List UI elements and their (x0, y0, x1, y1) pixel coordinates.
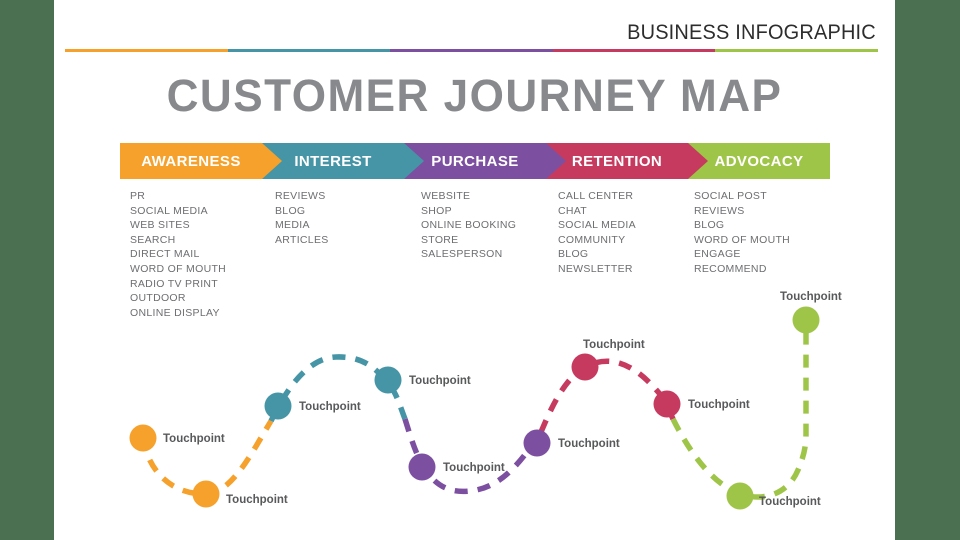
stage-chevron-row: AWARENESS INTEREST PURCHASE RETENTION AD… (120, 143, 830, 179)
touchpoint-marker (129, 424, 157, 452)
touchpoint-marker (726, 482, 754, 510)
channel-item: NEWSLETTER (558, 262, 633, 275)
channel-item: ENGAGE (694, 248, 741, 261)
stage-chevron-interest: INTEREST (262, 143, 424, 179)
channel-item: SOCIAL POST (694, 190, 767, 202)
channel-item: REVIEWS (694, 204, 745, 217)
stage-label: INTEREST (294, 152, 372, 170)
channel-item: SOCIAL MEDIA (558, 219, 636, 232)
journey-path-segment (268, 354, 408, 423)
touchpoint-label: Touchpoint (759, 496, 821, 508)
channel-item: SEARCH (130, 233, 176, 246)
divider-segment (227, 49, 391, 52)
left-background-band (0, 0, 54, 540)
channel-item: COMMUNITY (558, 233, 626, 246)
touchpoint-label: Touchpoint (583, 339, 645, 351)
channel-item: BLOG (558, 248, 589, 261)
channel-item: CHAT (558, 204, 588, 217)
channel-item: WEB SITES (130, 219, 190, 232)
stage-chevron-awareness: AWARENESS (120, 143, 282, 179)
journey-path-segment (140, 419, 274, 497)
channel-item: CALL CENTER (558, 190, 634, 202)
channel-item: WEBSITE (421, 190, 471, 202)
channel-item: STORE (421, 233, 459, 246)
touchpoint-marker (571, 353, 599, 381)
divider-segment (552, 49, 716, 52)
touchpoint-marker (408, 453, 436, 481)
divider-segment (715, 49, 878, 52)
channel-item: ARTICLES (275, 233, 329, 246)
touchpoint-marker (653, 390, 681, 418)
channel-item: SOCIAL MEDIA (130, 204, 208, 217)
divider-segment (65, 49, 228, 52)
channel-item: BLOG (275, 204, 306, 217)
channel-item: MEDIA (275, 219, 310, 232)
journey-path-segment (402, 418, 544, 495)
channel-item: WORD OF MOUTH (130, 262, 227, 275)
header-title: BUSINESS INFOGRAPHIC (627, 21, 876, 44)
touchpoint-label: Touchpoint (299, 401, 361, 413)
touchpoint-label: Touchpoint (780, 291, 842, 303)
channel-item: SHOP (421, 204, 452, 217)
channel-item: OUTDOOR (130, 292, 186, 305)
channel-item: RECOMMEND (694, 262, 767, 275)
touchpoint-marker (192, 480, 220, 508)
stage-label: PURCHASE (431, 152, 519, 170)
touchpoint-label: Touchpoint (688, 399, 750, 411)
stage-divider (65, 49, 878, 52)
channel-item: WORD OF MOUTH (694, 233, 791, 246)
stage-chevron-retention: RETENTION (546, 143, 708, 179)
touchpoint-marker (374, 366, 402, 394)
channel-item: PR (130, 190, 146, 202)
right-background-band (895, 0, 960, 540)
channel-item: RADIO TV PRINT (130, 277, 219, 290)
divider-segment (390, 49, 553, 52)
touchpoint-marker (264, 392, 292, 420)
stage-chevron-purchase: PURCHASE (404, 143, 566, 179)
channel-item: REVIEWS (275, 190, 326, 202)
touchpoint-label: Touchpoint (558, 438, 620, 450)
journey-path-segment (670, 333, 809, 500)
touchpoint-label: Touchpoint (409, 375, 471, 387)
channel-item: DIRECT MAIL (130, 248, 200, 261)
channel-item: ONLINE BOOKING (421, 219, 517, 232)
touchpoint-label: Touchpoint (443, 462, 505, 474)
channel-item: ONLINE DISPLAY (130, 306, 220, 319)
touchpoint-marker (523, 429, 551, 457)
stage-chevron-advocacy: ADVOCACY (688, 143, 830, 179)
stage-label: AWARENESS (141, 152, 241, 170)
channel-item: BLOG (694, 219, 725, 232)
touchpoint-label: Touchpoint (226, 494, 288, 506)
journey-path-segment (538, 358, 676, 434)
channel-item: SALESPERSON (421, 248, 503, 261)
touchpoint-marker (792, 306, 820, 334)
stage-label: RETENTION (571, 152, 663, 170)
page-title: CUSTOMER JOURNEY MAP (166, 70, 783, 121)
stage-label: ADVOCACY (714, 152, 804, 170)
touchpoint-label: Touchpoint (163, 433, 225, 445)
